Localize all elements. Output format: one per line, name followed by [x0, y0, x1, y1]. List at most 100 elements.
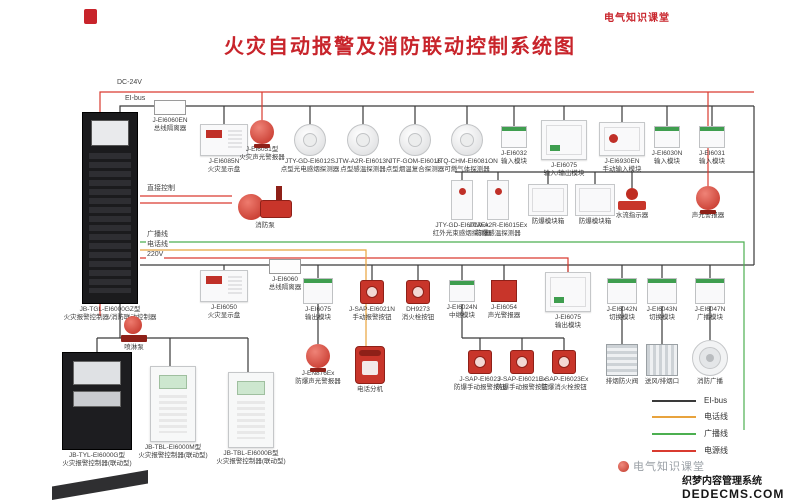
device-name: 火灾报警控制器/消防联动控制器	[63, 314, 157, 322]
legend-label: EI-bus	[704, 396, 728, 405]
speaker-icon	[692, 340, 728, 376]
device-name: 输入/输出模块	[543, 170, 585, 178]
device-model: JB-TYL-EI6000G型	[69, 452, 125, 459]
device-model: J-EI6051型	[245, 146, 279, 153]
device-name: 送风/排烟口	[644, 378, 680, 385]
legend-line-broadcast	[652, 432, 696, 435]
device-model: J-EI6060EN	[152, 117, 188, 124]
device-model: JTY-GD-EI6017Ex	[435, 222, 489, 229]
module-icon	[599, 122, 645, 156]
device-name: 防爆感温探测器	[475, 230, 521, 238]
device-name: 总线隔离器	[153, 125, 187, 133]
device-control-cabinet-2: JB-TYL-EI6000G型 火灾报警控制器(联动型)	[58, 352, 136, 469]
watermark-cms-line2: DEDECMS.COM	[682, 487, 785, 501]
device-sounder-6054: J-EI6054 声光警报器	[473, 280, 535, 321]
module-box-icon	[528, 184, 568, 216]
label-phone-line: 电话线	[146, 241, 169, 249]
red-seal-mark	[84, 9, 97, 24]
device-model: J-EI6050	[210, 304, 238, 311]
device-wall-panel-1: JB-TBL-EI6000M型 火灾报警控制器(联动型)	[134, 366, 212, 461]
siren-icon	[306, 344, 330, 372]
module-icon	[654, 126, 680, 148]
device-name: 手动报警按钮	[352, 314, 392, 322]
page-title: 火灾自动报警及消防联动控制系统图	[224, 36, 576, 58]
fire-pump-icon	[236, 186, 294, 220]
legend-row-power: 电源线	[652, 445, 728, 456]
module-icon	[501, 126, 527, 148]
device-relay-module: J-EI6024N 中继模块	[431, 280, 493, 321]
siren-icon	[250, 120, 274, 148]
telephone-icon	[355, 346, 385, 384]
label-direct-control: 直接控制	[146, 185, 176, 193]
device-broadcast-module-6047: J-EI6047N 广播模块	[679, 278, 741, 323]
device-name: 排烟防火阀	[605, 378, 639, 385]
device-name: 火灾显示盘	[207, 312, 241, 320]
device-model: JTW-A2R-EI6015Ex	[468, 222, 528, 229]
device-name: 切换模块	[609, 314, 635, 322]
device-model: JB-TBL-EI6000B型	[223, 450, 279, 457]
device-model: J-EI6075	[554, 314, 582, 321]
module-icon	[695, 278, 725, 304]
device-fire-damper: 排烟防火阀	[591, 344, 653, 386]
device-model: J-SAP-EI6023	[459, 376, 501, 383]
ex-heat-detector-icon	[487, 180, 509, 220]
device-input-module-6032: J-EI6032 输入模块	[483, 126, 545, 167]
device-name: 输出模块	[555, 322, 581, 330]
legend-line-phone	[652, 415, 696, 418]
module-icon	[699, 126, 725, 148]
device-manual-input-module: J-EI6930EN 手动输入模块	[591, 122, 653, 175]
device-name: 火灾报警控制器(联动型)	[216, 458, 286, 466]
corner-logo: 电气知识课堂	[604, 13, 670, 24]
device-model: JTQ-CHM-EI6081ON	[436, 158, 498, 165]
device-name: 火灾显示盘	[207, 166, 241, 174]
device-model: JB-TBL-EI6000M型	[144, 444, 202, 451]
device-name: 点型烟温复合探测器	[385, 166, 445, 174]
fire-damper-icon	[606, 344, 638, 376]
device-model: J-EI6075	[550, 162, 578, 169]
manual-call-point-icon	[552, 350, 576, 374]
device-fire-broadcast-speaker: 消防广播	[679, 340, 741, 386]
device-input-module-6030: J-EI6030N 输入模块	[636, 126, 698, 167]
device-switch-module-6042: J-EI6042N 切换模块	[591, 278, 653, 323]
label-eibus: EI-bus	[124, 95, 147, 103]
device-name: 消防广播	[697, 378, 723, 385]
device-name: 消防泵	[255, 222, 275, 229]
device-name: 输入模块	[699, 158, 725, 166]
device-hydrant-button: DH9273 消火栓按钮	[387, 280, 449, 323]
device-model: J-EI6085N	[208, 158, 240, 165]
device-model: JTW-A2R-EI6013N	[335, 158, 391, 165]
watermark-site: 电气知识课堂	[618, 458, 705, 474]
device-name: 火灾声光警报器	[239, 154, 285, 162]
device-model: J-EI6060	[271, 276, 299, 283]
device-name: 输入模块	[501, 158, 527, 166]
wire-phone	[140, 249, 367, 346]
valve-icon	[618, 188, 646, 210]
device-name: 声光警报器	[691, 212, 725, 219]
siren-icon	[696, 186, 720, 214]
device-name: 输出模块	[305, 314, 331, 322]
module-icon	[545, 272, 591, 312]
heat-detector-icon	[347, 124, 379, 156]
device-water-flow-indicator: 水流指示器	[601, 188, 663, 220]
gas-detector-icon	[451, 124, 483, 156]
device-model: J-EI6031	[698, 150, 726, 157]
device-name: 点型光电感烟探测器	[280, 166, 340, 174]
fire-display-panel-icon	[200, 270, 248, 302]
device-name: 广播模块	[697, 314, 723, 322]
device-name: 总线隔离器	[268, 284, 302, 292]
device-main-control-cabinet: JB-TGL-EI6000GZ型 火灾报警控制器/消防联动控制器	[62, 112, 158, 323]
device-model: J-EI6030N	[651, 150, 683, 157]
device-input-module-6031: J-EI6031 输入模块	[681, 126, 743, 167]
device-air-vent: 送风/排烟口	[631, 344, 693, 386]
device-name: 点型感温探测器	[340, 166, 386, 174]
device-name: 喷淋泵	[124, 344, 144, 351]
label-dc24v: DC-24V	[116, 79, 143, 87]
watermark-cms-line1: 织梦内容管理系统	[682, 476, 762, 487]
manual-call-point-icon	[360, 280, 384, 304]
device-bus-isolator-mid: J-EI6060 总线隔离器	[254, 259, 316, 293]
manual-call-point-icon	[468, 350, 492, 374]
legend: EI-bus 电话线 广播线 电源线	[652, 396, 728, 456]
smoke-detector-icon	[294, 124, 326, 156]
wall-panel-icon	[228, 372, 274, 448]
